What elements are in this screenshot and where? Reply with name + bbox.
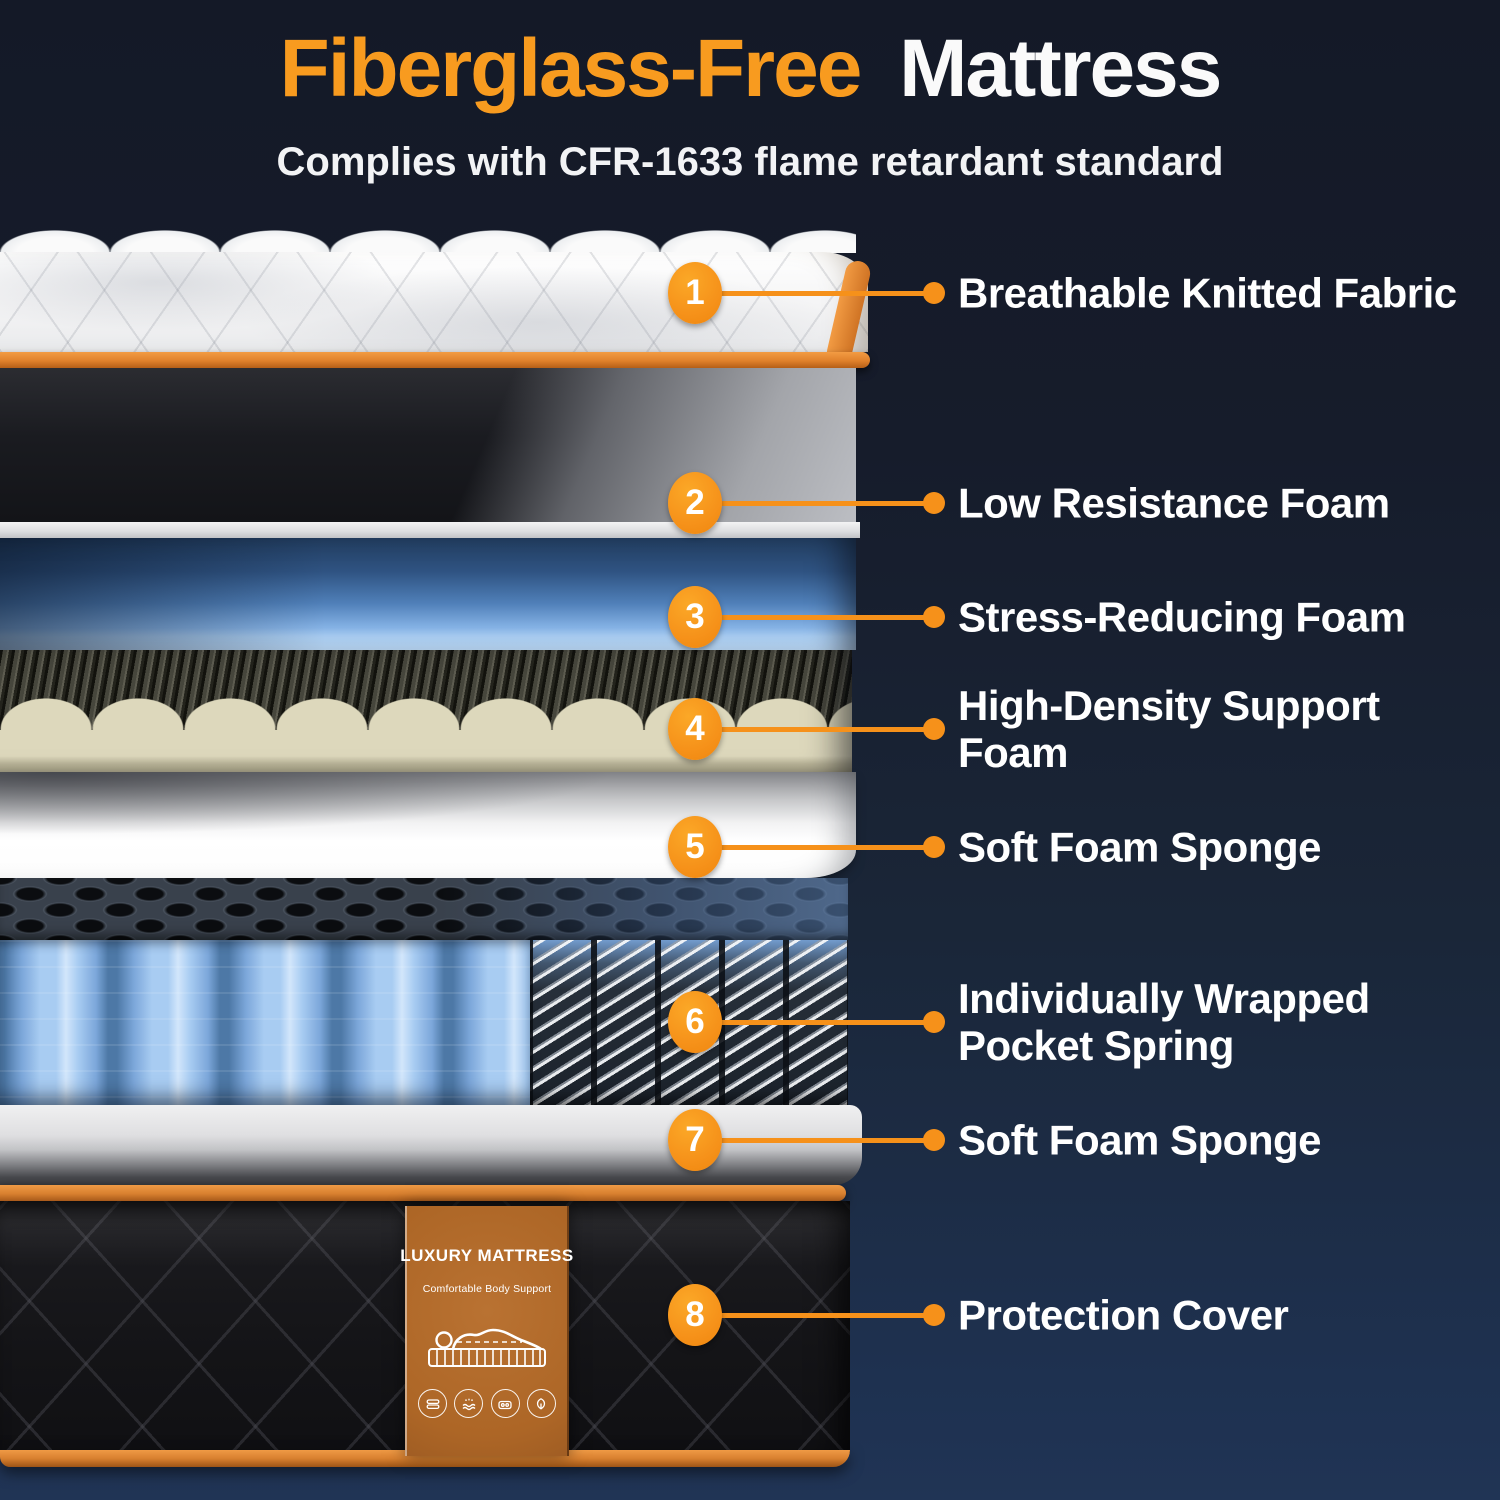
title-highlight: Fiberglass-Free bbox=[279, 23, 863, 114]
callout-dot bbox=[923, 836, 945, 858]
base-orange-trim-bottom bbox=[0, 1450, 850, 1467]
callout-dot bbox=[923, 1011, 945, 1033]
callout-number-badge: 8 bbox=[668, 1284, 722, 1346]
callout-line bbox=[695, 1138, 934, 1143]
layer-low-resistance-foam bbox=[0, 522, 860, 538]
callout-line bbox=[695, 1020, 934, 1025]
callout-label: Soft Foam Sponge bbox=[958, 1116, 1322, 1164]
callout-label: Individually Wrapped Pocket Spring bbox=[958, 975, 1370, 1069]
layer-stress-reducing-foam bbox=[0, 538, 856, 650]
callout-dot bbox=[923, 1304, 945, 1326]
breathability-icon bbox=[454, 1389, 484, 1418]
callout-number-badge: 3 bbox=[668, 586, 722, 648]
layer-breathable-knitted-fabric bbox=[0, 252, 868, 352]
callout-dot bbox=[923, 606, 945, 628]
tag-subtitle: Comfortable Body Support bbox=[422, 1283, 552, 1295]
callout-dot bbox=[923, 492, 945, 514]
leaf-icon bbox=[526, 1389, 556, 1418]
callout-dot bbox=[923, 282, 945, 304]
layers-icon bbox=[418, 1389, 447, 1418]
tag-feature-icons bbox=[418, 1389, 556, 1418]
sleeping-person-icon bbox=[424, 1309, 550, 1373]
callout-label: Stress-Reducing Foam bbox=[958, 593, 1406, 641]
callout-line bbox=[695, 845, 934, 850]
callout-label: Soft Foam Sponge bbox=[958, 823, 1322, 871]
base-orange-trim-top bbox=[0, 1185, 846, 1201]
callout-number-badge: 4 bbox=[668, 698, 722, 760]
callout-label: Protection Cover bbox=[958, 1291, 1289, 1339]
callout-label: High-Density Support Foam bbox=[958, 682, 1380, 776]
layer-black-foam bbox=[0, 368, 856, 522]
title-rest: Mattress bbox=[899, 23, 1222, 114]
callout-line bbox=[695, 501, 934, 506]
layer-soft-foam-sponge-lower bbox=[0, 1105, 862, 1185]
callout-line bbox=[695, 615, 934, 620]
pocket-spring-icon bbox=[490, 1389, 520, 1418]
callout-dot bbox=[923, 718, 945, 740]
callout-line bbox=[695, 291, 934, 296]
page-title: Fiberglass-Free Mattress bbox=[0, 23, 1500, 114]
callout-label: Breathable Knitted Fabric bbox=[958, 269, 1457, 317]
layer-high-density-support-foam bbox=[0, 650, 852, 772]
callout-line bbox=[695, 727, 934, 732]
callout-number-badge: 2 bbox=[668, 472, 722, 534]
pocket-spring-tops bbox=[0, 878, 848, 940]
callout-label: Low Resistance Foam bbox=[958, 479, 1390, 527]
pocket-spring-wrapped-coils bbox=[0, 940, 530, 1105]
mattress-tag: LUXURY MATTRESS Comfortable Body Support bbox=[400, 1206, 573, 1456]
callout-number-badge: 6 bbox=[668, 991, 722, 1053]
layer-pocket-springs bbox=[0, 878, 848, 1105]
layer-quilt-scallop-edge bbox=[0, 230, 856, 253]
callout-dot bbox=[923, 1129, 945, 1151]
layer-soft-foam-sponge-upper bbox=[0, 772, 856, 878]
callout-number-badge: 5 bbox=[668, 816, 722, 878]
page-subtitle: Complies with CFR-1633 flame retardant s… bbox=[276, 140, 1224, 184]
quilt-orange-trim bbox=[0, 352, 870, 368]
callout-line bbox=[695, 1313, 934, 1318]
callout-number-badge: 1 bbox=[668, 262, 722, 324]
callout-number-badge: 7 bbox=[668, 1109, 722, 1171]
tag-title: LUXURY MATTRESS bbox=[400, 1246, 574, 1265]
